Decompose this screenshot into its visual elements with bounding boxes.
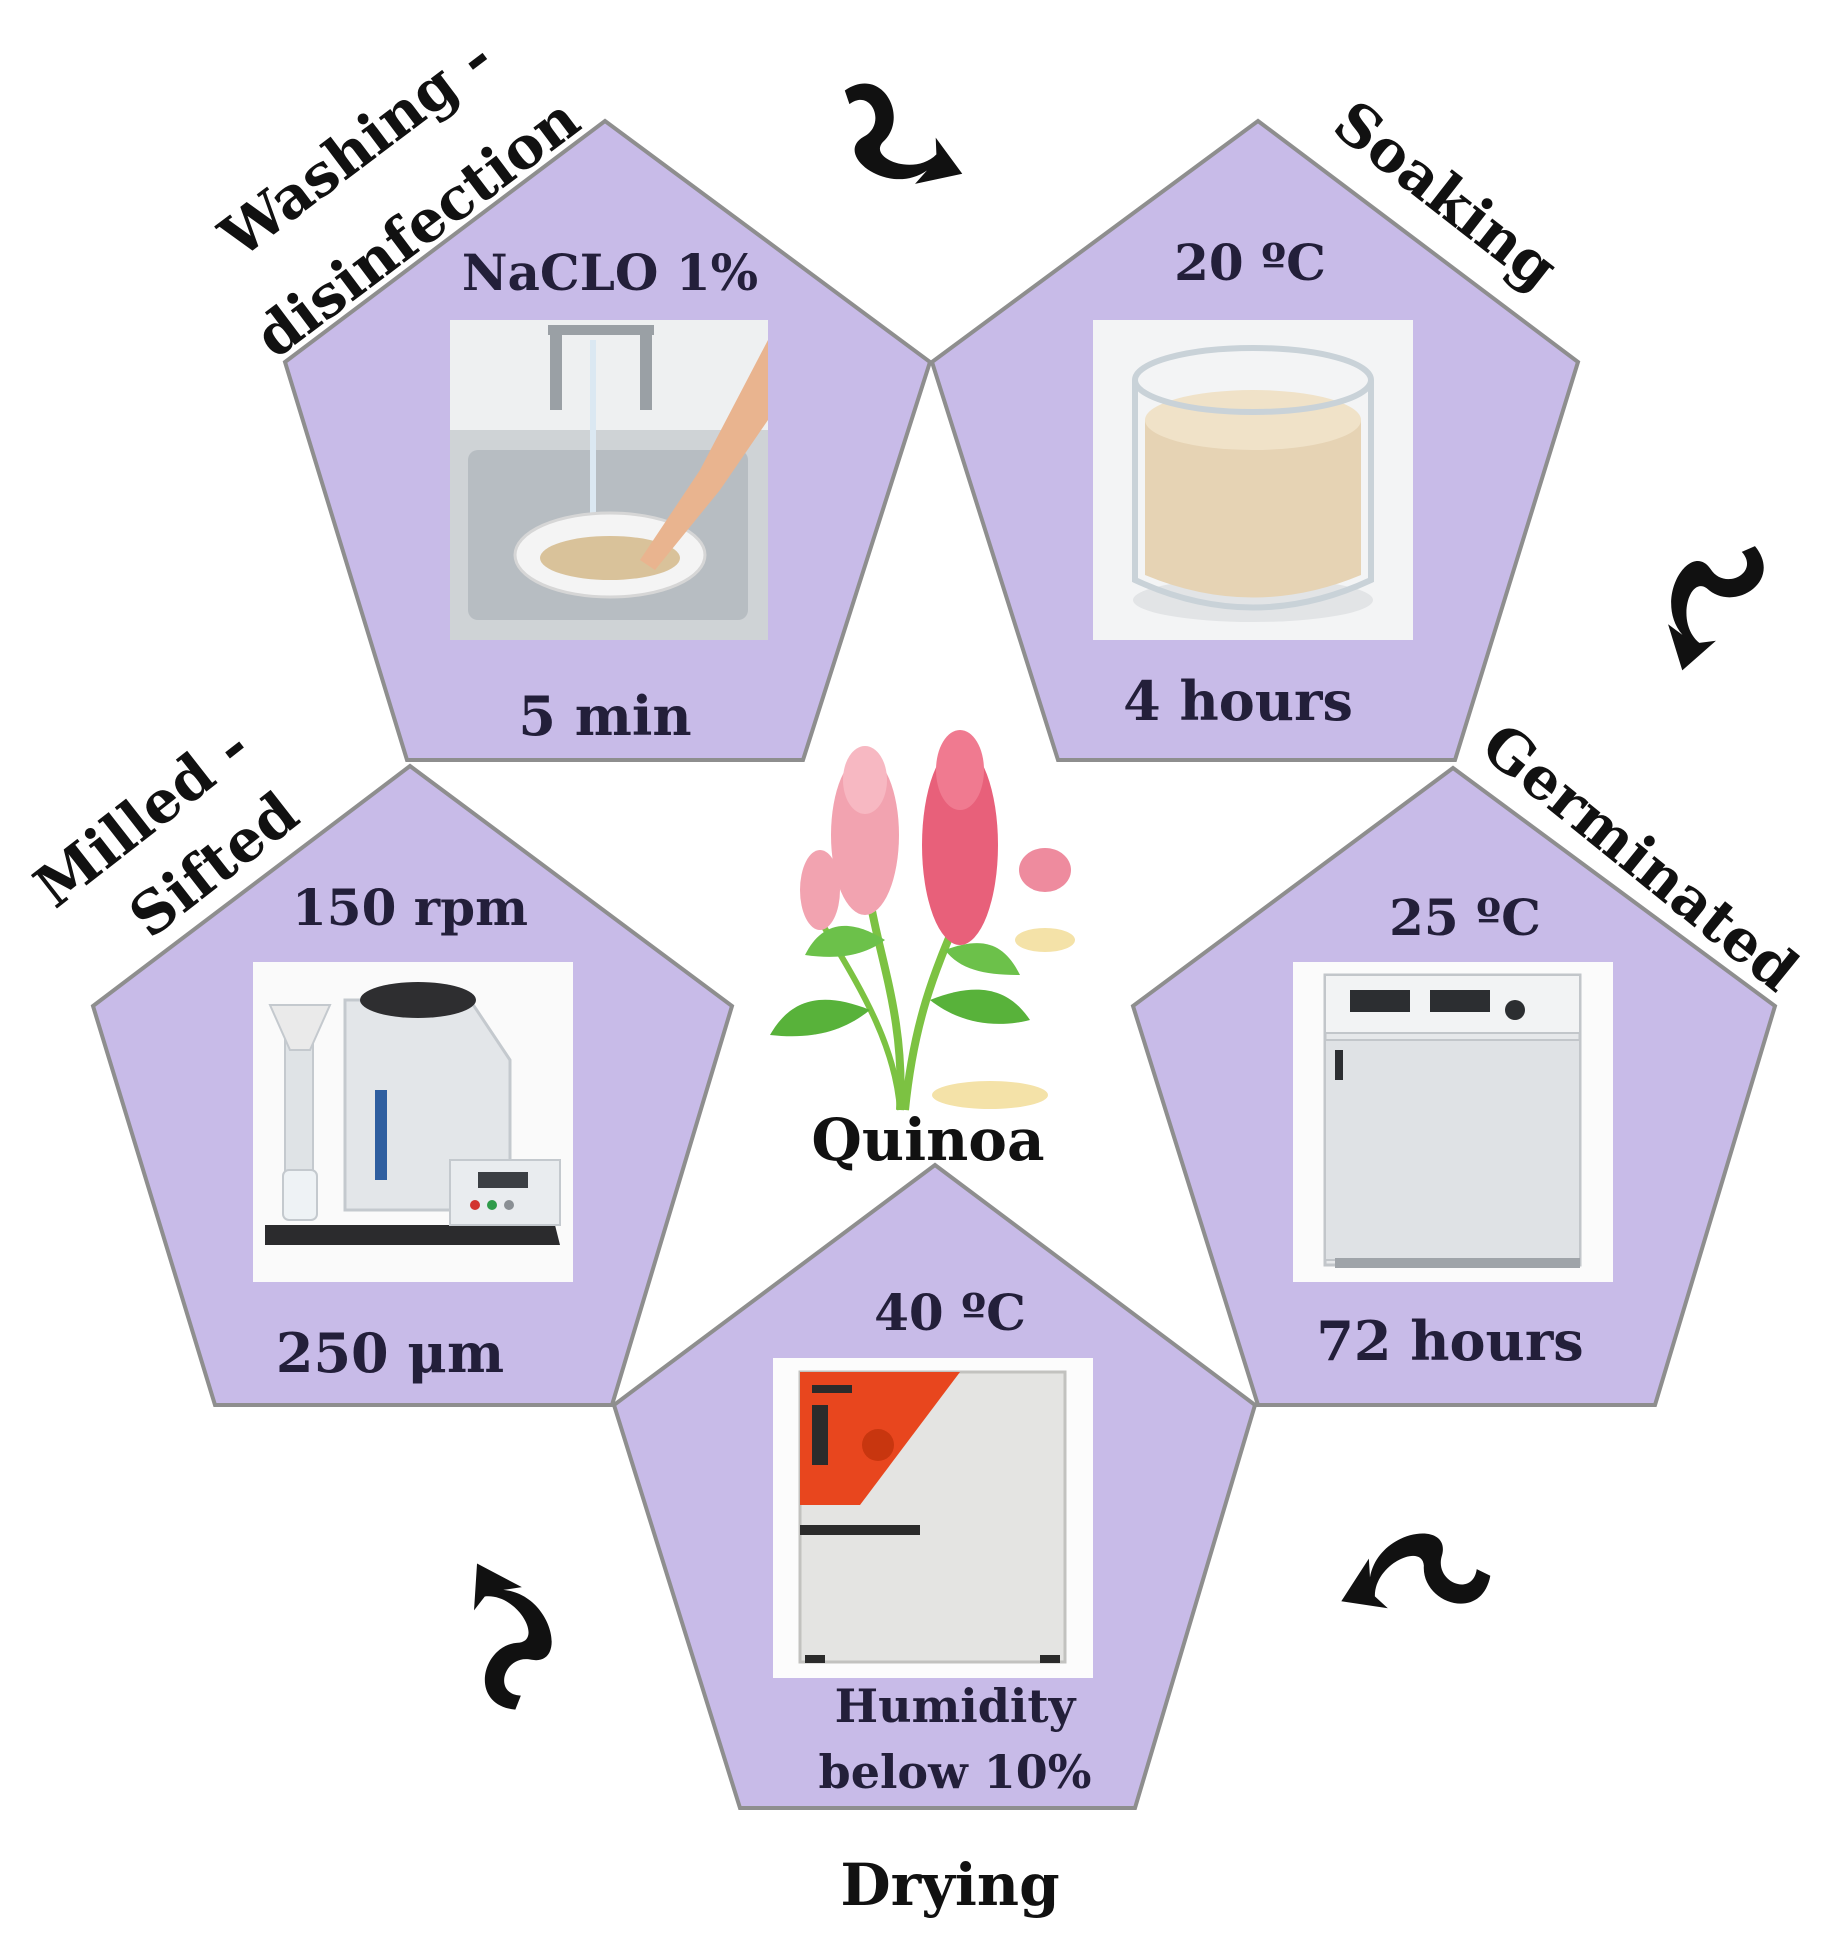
sink-washing-image [450, 320, 768, 640]
germinated-param-top: 25 ºC [1389, 888, 1541, 947]
milling-param-bottom: 250 μm [276, 1321, 504, 1385]
quinoa-plant-icon [770, 730, 1075, 1111]
center-label: Quinoa [811, 1106, 1044, 1174]
washing-param-top: NaCLO 1% [462, 243, 758, 302]
germinated-param-bottom: 72 hours [1316, 1309, 1583, 1373]
drying-param-bottom-line1: Humidity [835, 1679, 1077, 1733]
step-germinated: 25 ºC 72 hours [1130, 765, 1778, 1407]
drying-oven-image [773, 1358, 1093, 1678]
mill-sifter-image [253, 962, 573, 1282]
grain-jar-image [1093, 320, 1413, 640]
drying-title: Drying [840, 1851, 1059, 1919]
soaking-param-bottom: 4 hours [1123, 669, 1353, 733]
curved-cycle-arrow-icon-3 [1328, 1509, 1498, 1659]
incubator-image [1293, 962, 1613, 1282]
step-soaking: 20 ºC 4 hours [929, 118, 1581, 762]
curved-cycle-arrow-icon-4 [423, 1549, 579, 1718]
curved-cycle-arrow-icon-2 [1659, 533, 1768, 682]
step-milling: 150 rpm 250 μm [90, 763, 735, 1407]
soaking-param-top: 20 ºC [1174, 233, 1326, 292]
drying-param-bottom-line2: below 10% [819, 1745, 1092, 1799]
washing-param-bottom: 5 min [518, 684, 691, 748]
step-drying: 40 ºC Humidity below 10% [611, 1162, 1258, 1810]
curved-cycle-arrow-icon-1 [825, 78, 979, 197]
drying-param-top: 40 ºC [874, 1283, 1026, 1342]
step-washing: NaCLO 1% 5 min [282, 118, 933, 762]
milling-param-top: 150 rpm [292, 878, 528, 937]
